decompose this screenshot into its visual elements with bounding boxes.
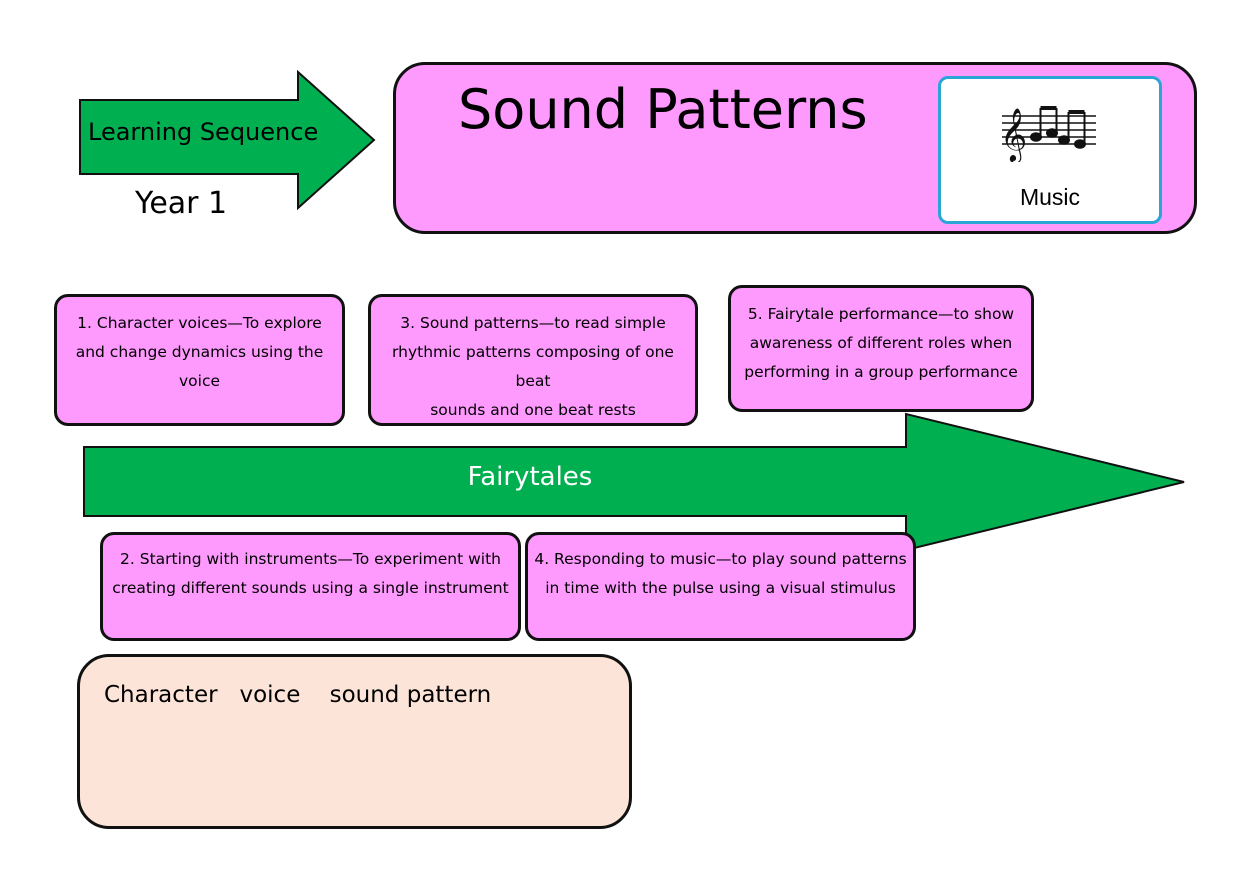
subject-label: Music bbox=[1019, 184, 1081, 210]
learning-sequence-arrow bbox=[79, 70, 376, 211]
lesson-5-line-2: awareness of different roles when bbox=[749, 334, 1013, 352]
vocabulary-box bbox=[77, 654, 632, 829]
subject-badge bbox=[938, 76, 1162, 224]
lesson-3-line-1: 3. Sound patterns—to read simple bbox=[400, 314, 666, 332]
year-label: Year 1 bbox=[135, 186, 228, 221]
lesson-5-line-1: 5. Fairytale performance—to show bbox=[747, 305, 1015, 323]
svg-text:𝄞: 𝄞 bbox=[1000, 107, 1027, 162]
lesson-1-line-1: 1. Character voices—To explore bbox=[77, 314, 322, 332]
fairytales-arrow bbox=[83, 412, 1185, 552]
learning-sequence-label: Learning Sequence bbox=[88, 118, 319, 146]
lesson-card-1: 1. Character voices—To explore and chang… bbox=[54, 294, 345, 426]
lesson-2-line-1: 2. Starting with instruments—To experime… bbox=[120, 550, 501, 568]
lesson-3-line-3: sounds and one beat rests bbox=[430, 401, 636, 419]
vocabulary-text: Character voice sound pattern bbox=[104, 682, 492, 708]
lesson-4-line-1: 4. Responding to music—to play sound pat… bbox=[534, 550, 907, 568]
lesson-5-line-3: performing in a group performance bbox=[744, 363, 1018, 381]
lesson-2-line-2: creating different sounds using a single… bbox=[112, 579, 509, 597]
lesson-3-line-2: rhythmic patterns composing of one beat bbox=[392, 343, 674, 390]
lesson-card-5: 5. Fairytale performance—to show awarene… bbox=[728, 285, 1034, 412]
lesson-card-3: 3. Sound patterns—to read simple rhythmi… bbox=[368, 294, 698, 426]
lesson-1-line-2: and change dynamics using the voice bbox=[75, 343, 324, 390]
music-notes-icon: 𝄞 bbox=[1000, 106, 1096, 162]
lesson-card-2: 2. Starting with instruments—To experime… bbox=[100, 532, 521, 641]
lesson-4-line-2: in time with the pulse using a visual st… bbox=[545, 579, 896, 597]
fairytales-label: Fairytales bbox=[467, 462, 593, 492]
lesson-card-4: 4. Responding to music—to play sound pat… bbox=[525, 532, 916, 641]
page-title: Sound Patterns bbox=[458, 78, 868, 141]
